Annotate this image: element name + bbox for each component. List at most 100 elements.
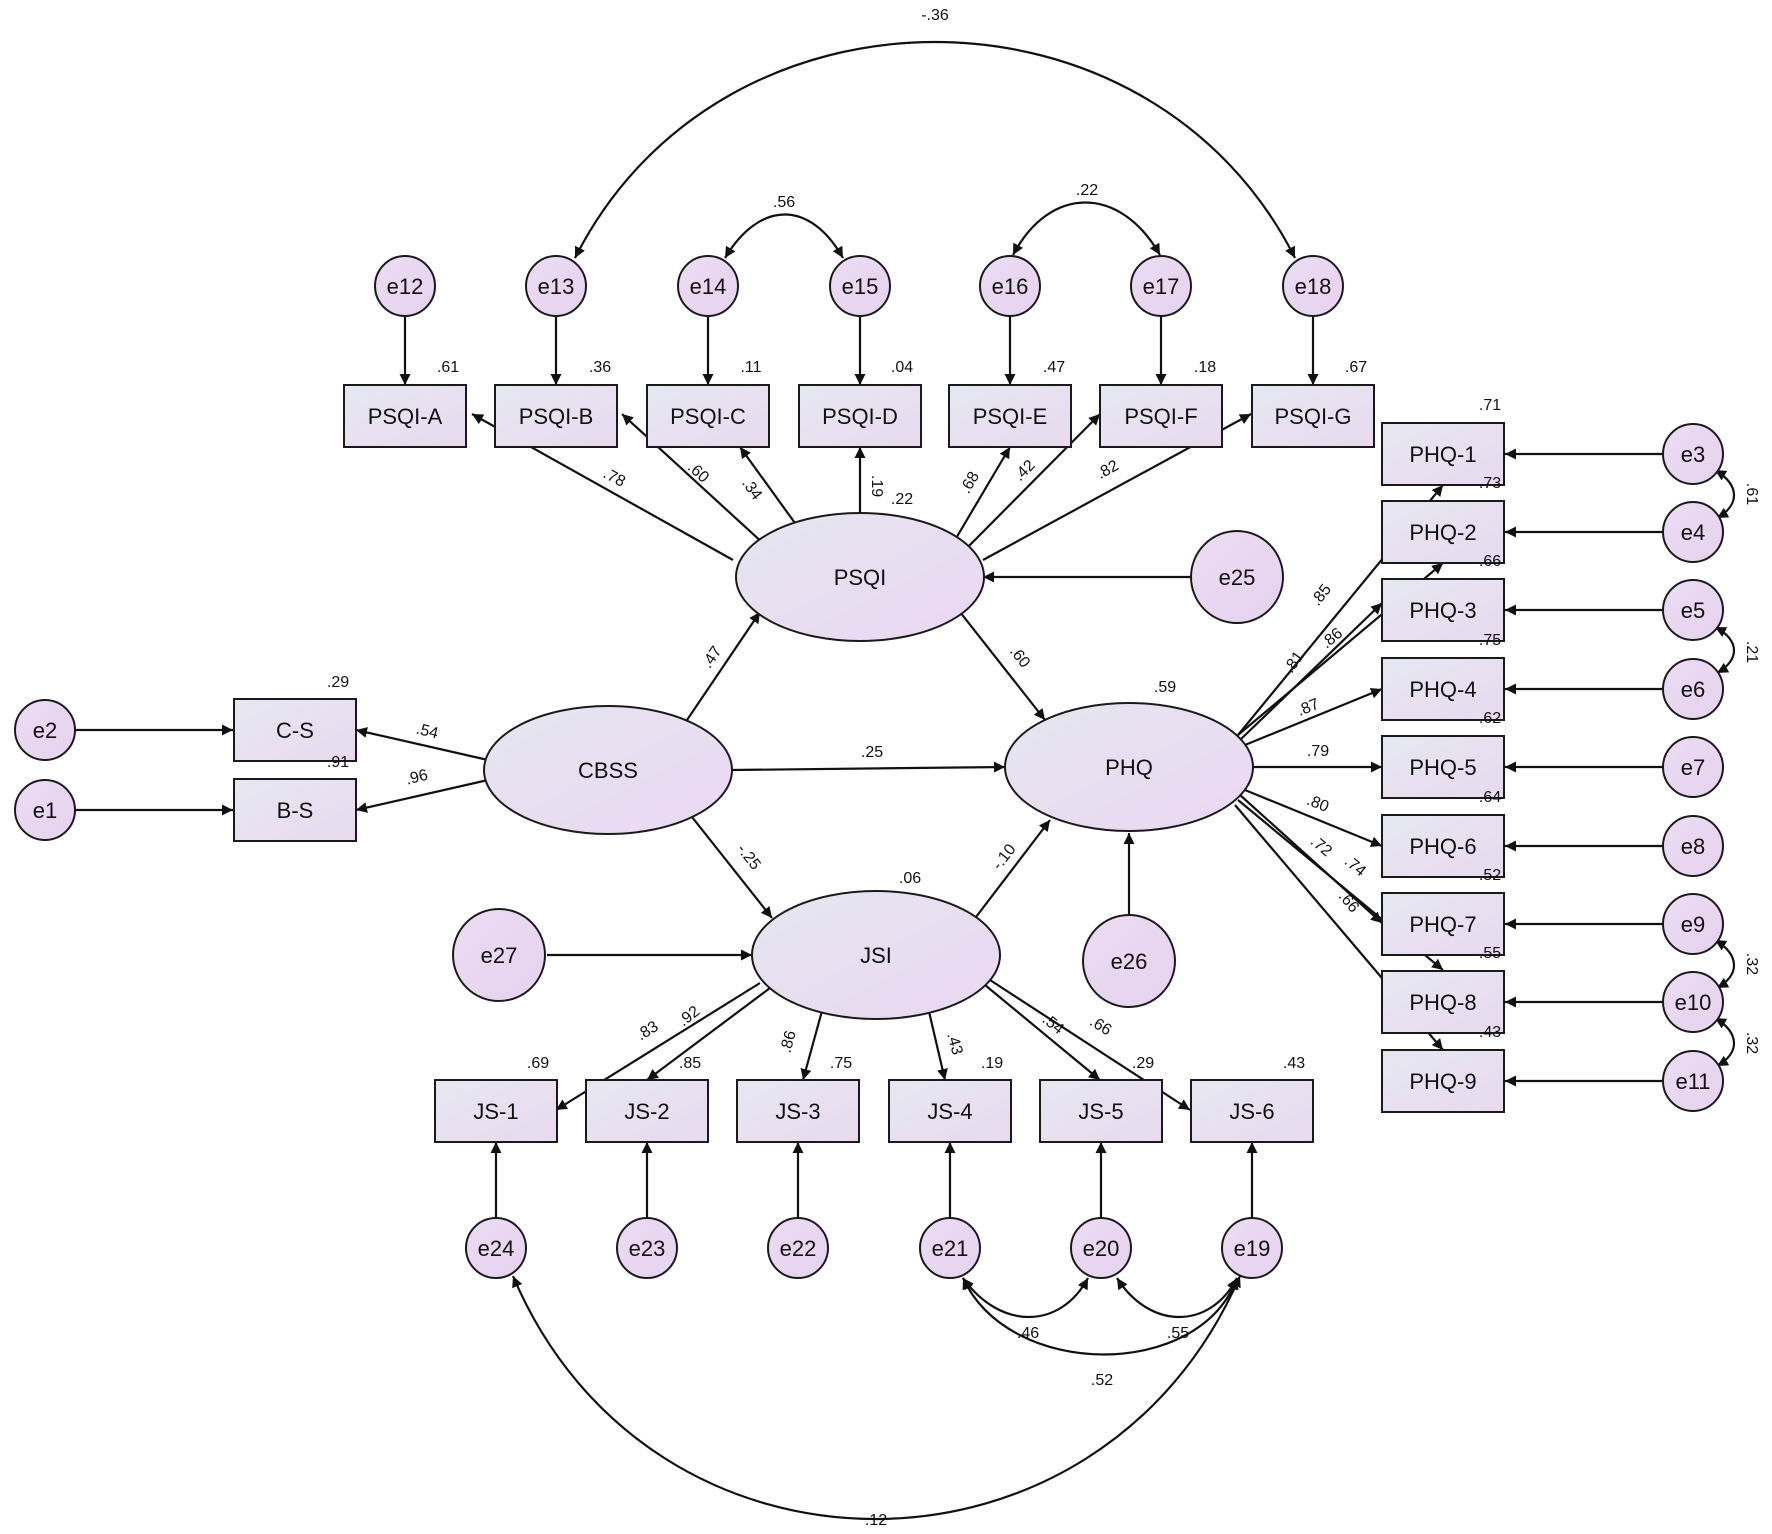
r2-phq-7: .52: [1479, 867, 1501, 884]
node-label: e15: [842, 274, 879, 299]
node-label: JS-4: [927, 1099, 972, 1124]
observed-psqi-c: PSQI-C: [646, 384, 770, 448]
cov-label-e20-e19: .55: [1167, 1325, 1189, 1342]
error-e13: e13: [525, 255, 587, 317]
observed-js-2: JS-2: [585, 1079, 709, 1143]
loading-b-s: .96: [404, 767, 430, 789]
path-psqi-psqi-e: [954, 446, 1011, 541]
node-label: PHQ-2: [1409, 520, 1476, 545]
cov-e21-e19: [962, 1277, 1239, 1356]
path-psqi-psqi-c: [739, 446, 801, 531]
path-jsi-js2: [646, 987, 771, 1081]
error-e12: e12: [374, 255, 436, 317]
loading-c-s: .54: [414, 721, 440, 743]
cov-label-e10-e11: .32: [1743, 1032, 1760, 1054]
node-label: e2: [33, 718, 57, 743]
r2-psqi-c: .11: [740, 359, 761, 376]
error-e25: e25: [1190, 530, 1284, 624]
node-label: JS-6: [1229, 1099, 1274, 1124]
error-e19: e19: [1221, 1217, 1283, 1279]
latent-phq: PHQ: [1004, 702, 1254, 832]
node-label: JS-1: [473, 1099, 518, 1124]
error-e4: e4: [1662, 501, 1724, 563]
loading-js-1: .83: [634, 1018, 662, 1044]
r2-js-4: .19: [981, 1055, 1003, 1072]
observed-psqi-e: PSQI-E: [948, 384, 1072, 448]
error-e26: e26: [1082, 914, 1176, 1008]
loading-phq-6: .80: [1304, 792, 1331, 816]
node-label: JS-5: [1078, 1099, 1123, 1124]
node-label: JSI: [860, 943, 892, 968]
observed-phq-9: PHQ-9: [1381, 1049, 1505, 1113]
observed-phq-7: PHQ-7: [1381, 892, 1505, 956]
cov-label-e21-e19: .52: [1091, 1372, 1113, 1389]
loading-js-4: .43: [943, 1031, 965, 1057]
node-label: PSQI-C: [670, 404, 746, 429]
loading-phq-5: .79: [1307, 743, 1329, 760]
r2-c-s: .29: [327, 674, 349, 691]
observed-phq-2: PHQ-2: [1381, 500, 1505, 564]
error-e9: e9: [1662, 893, 1724, 955]
error-e3: e3: [1662, 423, 1724, 485]
path-cbss-phq: [731, 761, 1006, 773]
path-phq-7: [1239, 794, 1383, 924]
cov-e21-e20: [962, 1277, 1089, 1319]
cov-e3-e4: [1714, 469, 1735, 519]
error-e2: e2: [14, 699, 76, 761]
r2-psqi-f: .18: [1194, 359, 1216, 376]
loading-phq-9: .66: [1335, 888, 1362, 916]
loading-js-2: .92: [675, 1003, 703, 1030]
observed-phq-6: PHQ-6: [1381, 814, 1505, 878]
error-e15: e15: [829, 255, 891, 317]
observed-js-1: JS-1: [434, 1079, 558, 1143]
node-label: e8: [1681, 834, 1705, 859]
r2-js-1: .69: [527, 1055, 549, 1072]
cov-e14-e15: [724, 213, 844, 259]
node-label: e3: [1681, 442, 1705, 467]
node-label: e18: [1295, 274, 1332, 299]
error-e21: e21: [919, 1217, 981, 1279]
error-e20: e20: [1070, 1217, 1132, 1279]
loading-psqi-g: .82: [1094, 457, 1122, 483]
r2-js-5: .29: [1132, 1055, 1154, 1072]
path-coef-cbss-phq: .25: [861, 744, 883, 761]
path-cbss-bs: [355, 778, 489, 813]
node-label: PSQI-E: [973, 404, 1048, 429]
node-label: e13: [538, 274, 575, 299]
node-label: e27: [481, 943, 518, 968]
latent-cbss: CBSS: [483, 705, 733, 835]
r2-jsi: .06: [899, 870, 921, 887]
node-label: PSQI-A: [368, 404, 443, 429]
loading-psqi-b: .60: [684, 459, 712, 487]
r2-phq: .59: [1154, 679, 1176, 696]
path-jsi-js4: [925, 1002, 948, 1081]
path-coef-cbss-jsi: -.25: [733, 841, 763, 873]
node-label: PHQ: [1105, 755, 1153, 780]
node-label: e23: [629, 1236, 666, 1261]
path-cbss-psqi: [686, 611, 761, 721]
path-phq-6: [1244, 788, 1383, 848]
error-e1: e1: [14, 779, 76, 841]
cov-label-e16-e17: .22: [1076, 182, 1098, 199]
observed-psqi-d: PSQI-D: [798, 384, 922, 448]
node-label: e12: [387, 274, 424, 299]
observed-js-4: JS-4: [888, 1079, 1012, 1143]
r2-phq-2: .73: [1479, 475, 1501, 492]
node-label: CBSS: [578, 758, 638, 783]
latent-jsi: JSI: [751, 890, 1001, 1020]
path-psqi-phq: [959, 611, 1046, 721]
r2-psqi-b: .36: [589, 359, 611, 376]
nodes-layer: PSQI-A PSQI-B PSQI-C PSQI-D PSQI-E PSQI-…: [14, 255, 1724, 1279]
path-phq-3: [1239, 602, 1383, 741]
error-e17: e17: [1130, 255, 1192, 317]
error-e8: e8: [1662, 815, 1724, 877]
cov-e5-e6: [1714, 626, 1735, 674]
r2-psqi: .22: [891, 491, 913, 508]
error-e11: e11: [1662, 1050, 1724, 1112]
node-label: PSQI-D: [822, 404, 898, 429]
loading-js-3: .86: [778, 1029, 800, 1055]
r2-js-2: .85: [679, 1055, 701, 1072]
observed-psqi-b: PSQI-B: [494, 384, 618, 448]
node-label: PHQ-4: [1409, 677, 1476, 702]
node-label: e1: [33, 798, 57, 823]
